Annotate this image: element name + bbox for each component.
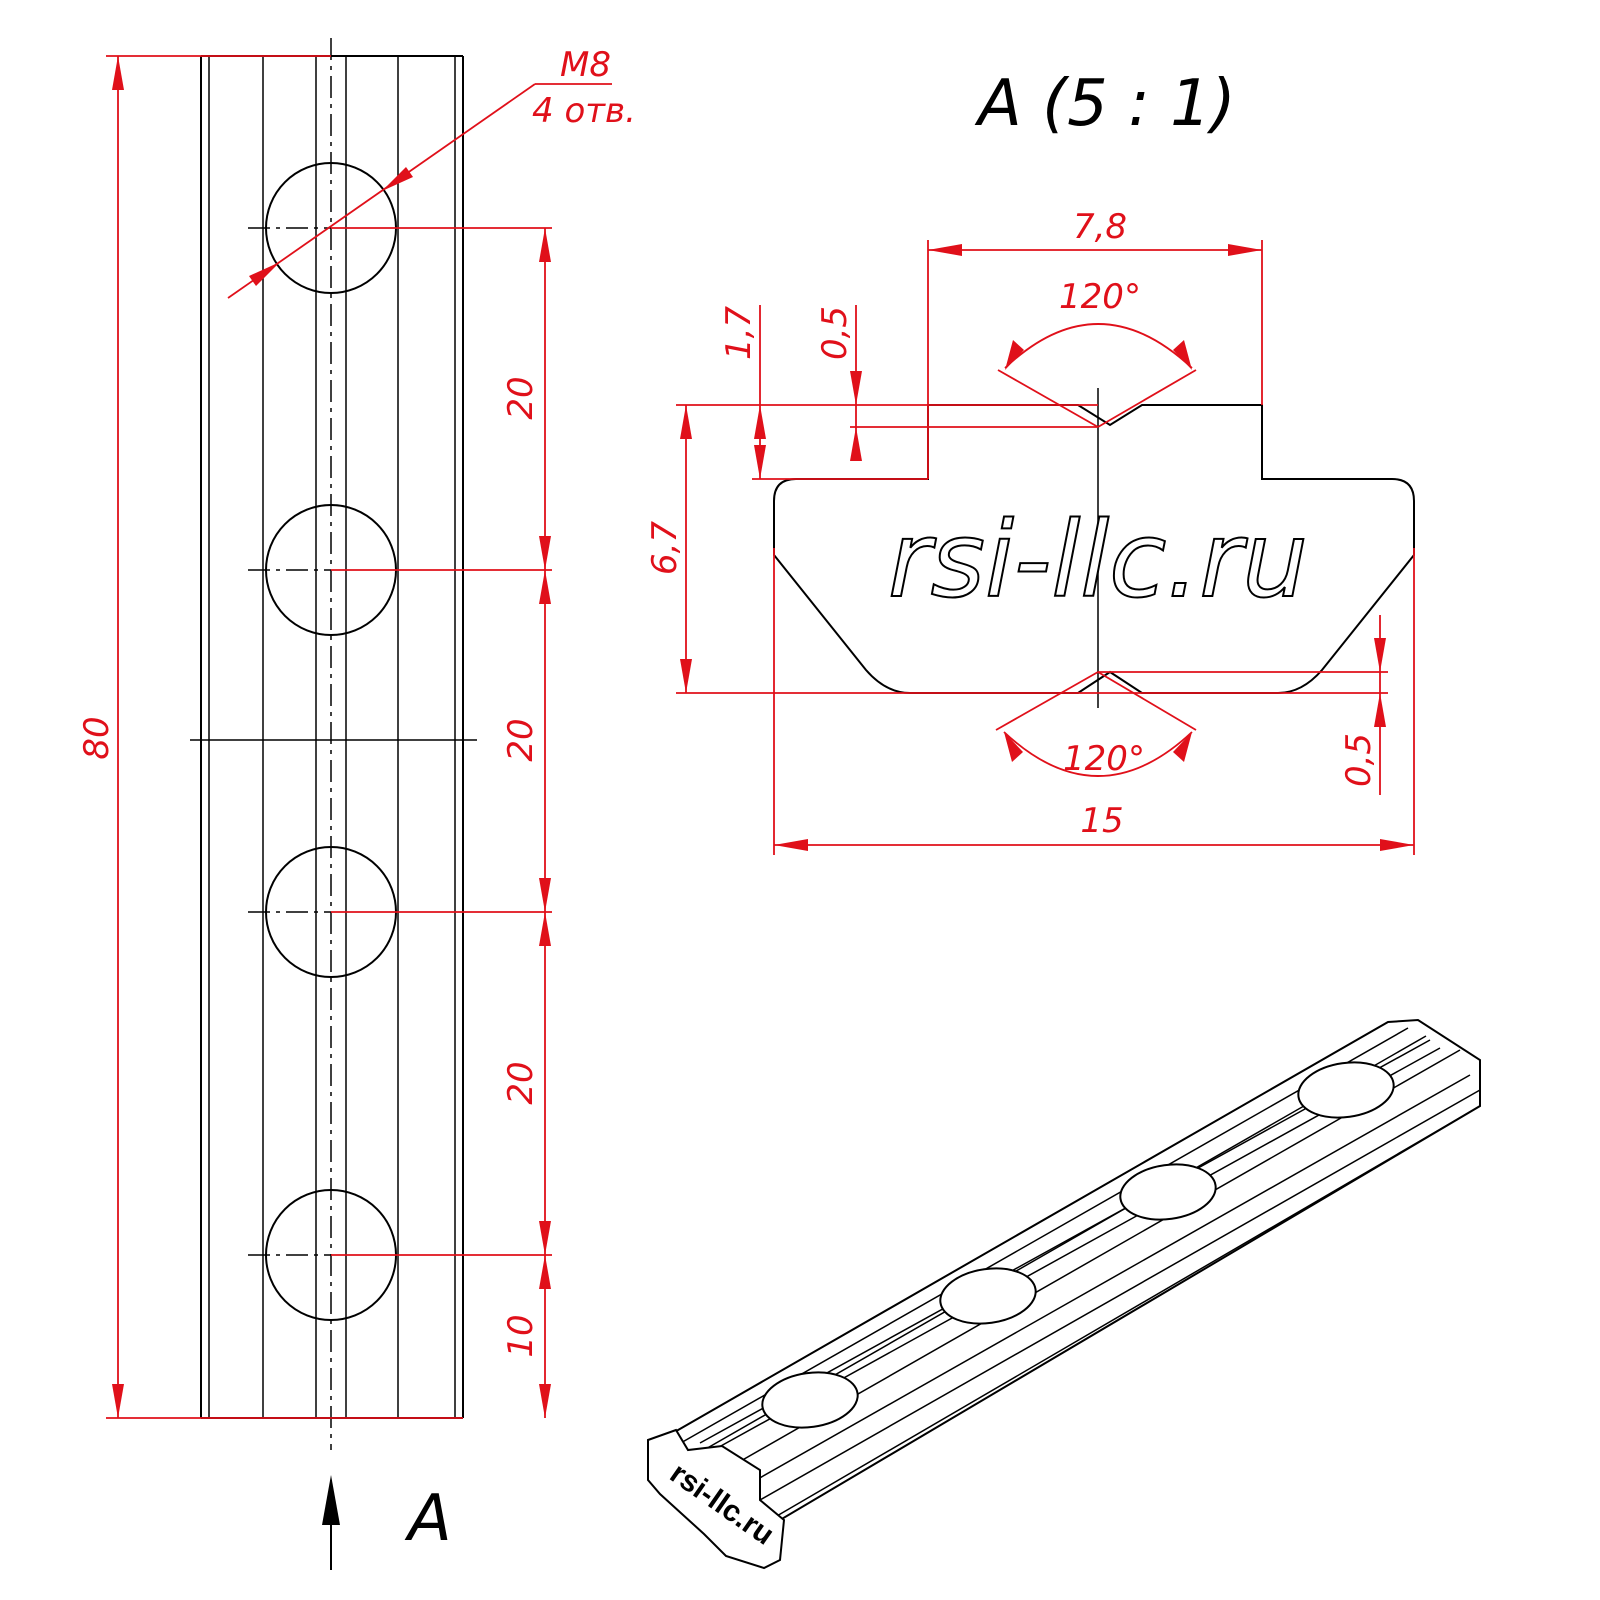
thread-size-label: M8 <box>560 45 611 85</box>
dim-pitch-2: 20 <box>501 718 541 761</box>
isometric-view: rsi-llc.ru <box>647 1018 1481 1570</box>
dim-angle-bottom: 120° <box>1063 739 1145 779</box>
section-dimensions: 7,8 120° 1,7 0,5 6,7 120 <box>645 207 1415 855</box>
front-view-dimensions: 80 20 20 20 10 M8 4 отв. <box>77 45 636 1419</box>
dim-pitch-1: 20 <box>501 376 541 419</box>
dim-step-height: 1,7 <box>719 306 759 360</box>
section-view: rsi-llc.ru <box>773 388 1415 708</box>
section-title: A (5 : 1) <box>974 67 1236 141</box>
iso-hole-2 <box>939 1267 1037 1325</box>
iso-hole-4 <box>1297 1061 1395 1119</box>
dim-total-height: 6,7 <box>645 521 685 575</box>
dim-base-width: 15 <box>1080 801 1123 841</box>
front-view <box>190 38 477 1450</box>
dim-groove-depth-top: 0,5 <box>815 306 855 360</box>
view-arrow-label: A <box>404 1482 452 1556</box>
section-watermark: rsi-llc.ru <box>888 499 1308 621</box>
iso-hole-1 <box>761 1371 859 1429</box>
dim-groove-depth-bottom: 0,5 <box>1339 733 1379 787</box>
iso-hole-3 <box>1119 1163 1217 1221</box>
view-arrow: A <box>322 1475 452 1570</box>
dim-overall-length: 80 <box>77 716 117 759</box>
dim-angle-top: 120° <box>1059 277 1141 317</box>
dim-top-width: 7,8 <box>1073 207 1127 247</box>
hole-count-label: 4 отв. <box>532 91 636 131</box>
dim-edge-offset: 10 <box>501 1314 541 1357</box>
dim-pitch-3: 20 <box>501 1061 541 1104</box>
